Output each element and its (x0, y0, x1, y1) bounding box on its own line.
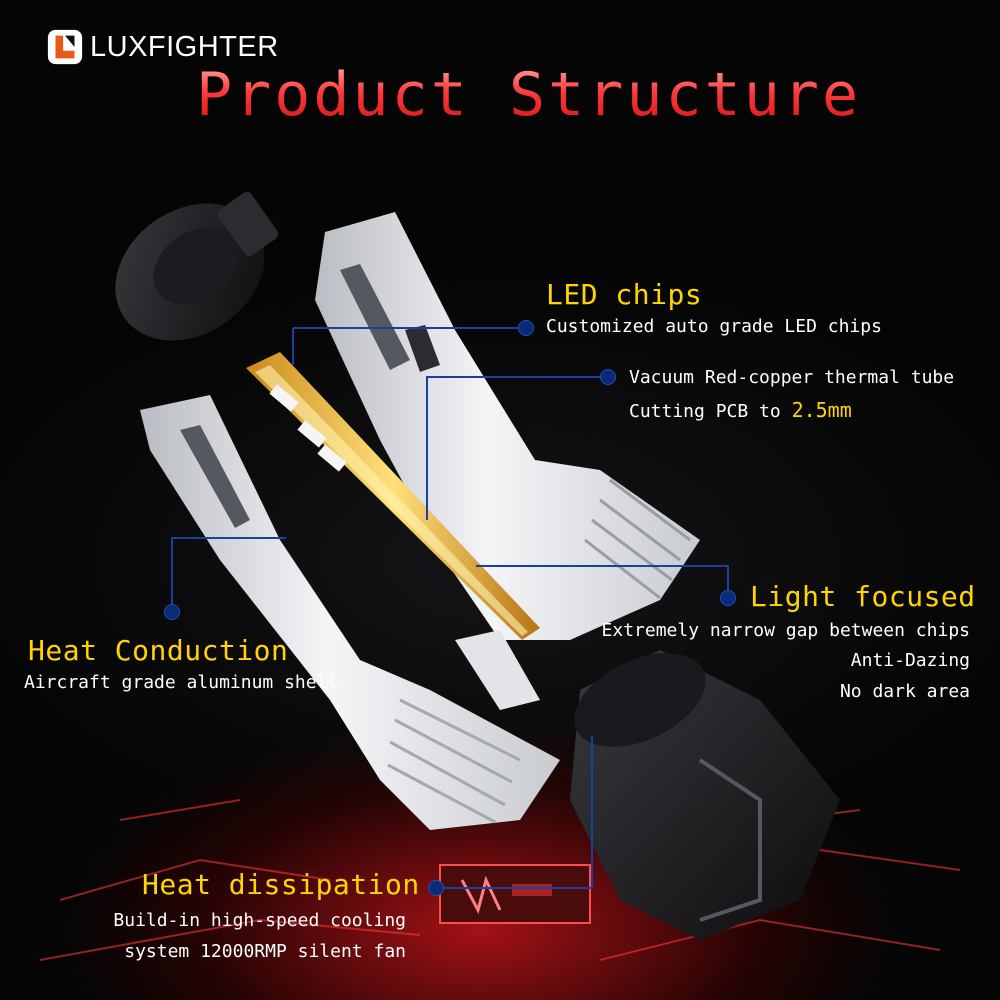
pcb-thickness-description: Cutting PCB to 2.5mm (629, 398, 852, 422)
page-title: Product Structure (196, 60, 862, 130)
callout-lines (171, 327, 729, 889)
light-focused-line-3: No dark area (839, 681, 970, 702)
circuit-chip (439, 864, 591, 924)
pcb-thickness-prefix: Cutting PCB to (629, 401, 792, 422)
heat-dissipation-line-1: Build-in high-speed cooling (113, 910, 406, 931)
pcb-thickness-value: 2.5mm (791, 398, 852, 422)
led-chips-marker-dot (518, 320, 534, 336)
bulb-socket-base (115, 191, 279, 341)
heat-dissipation-line-2: system 12000RMP silent fan (124, 941, 406, 962)
copper-pcb-thermal-tube (246, 352, 540, 640)
heat-dissipation-heading: Heat dissipation (142, 868, 420, 901)
heat-dissipation-marker-dot (428, 880, 444, 896)
led-chips-description: Customized auto grade LED chips (546, 316, 882, 337)
led-chips-heading: LED chips (546, 278, 703, 311)
thermal-tube-description: Vacuum Red-copper thermal tube (629, 367, 955, 388)
brand-logo: LUXFIGHTER (46, 28, 279, 66)
heat-conduction-marker-dot (164, 604, 180, 620)
light-focused-line-2: Anti-Dazing (850, 650, 970, 671)
thermal-tube-marker-dot (600, 369, 616, 385)
upper-aluminum-shell (315, 212, 700, 640)
luxfighter-logo-icon (47, 29, 83, 65)
light-focused-marker-dot (720, 590, 736, 606)
light-focused-line-1: Extremely narrow gap between chips (601, 620, 970, 641)
cooling-fan-housing (570, 650, 840, 940)
light-focused-heading: Light focused (750, 580, 976, 613)
brand-name: LUXFIGHTER (90, 30, 279, 63)
lower-aluminum-shell (140, 395, 560, 830)
heat-conduction-heading: Heat Conduction (28, 634, 289, 667)
heat-conduction-description: Aircraft grade aluminum shell (24, 672, 339, 693)
